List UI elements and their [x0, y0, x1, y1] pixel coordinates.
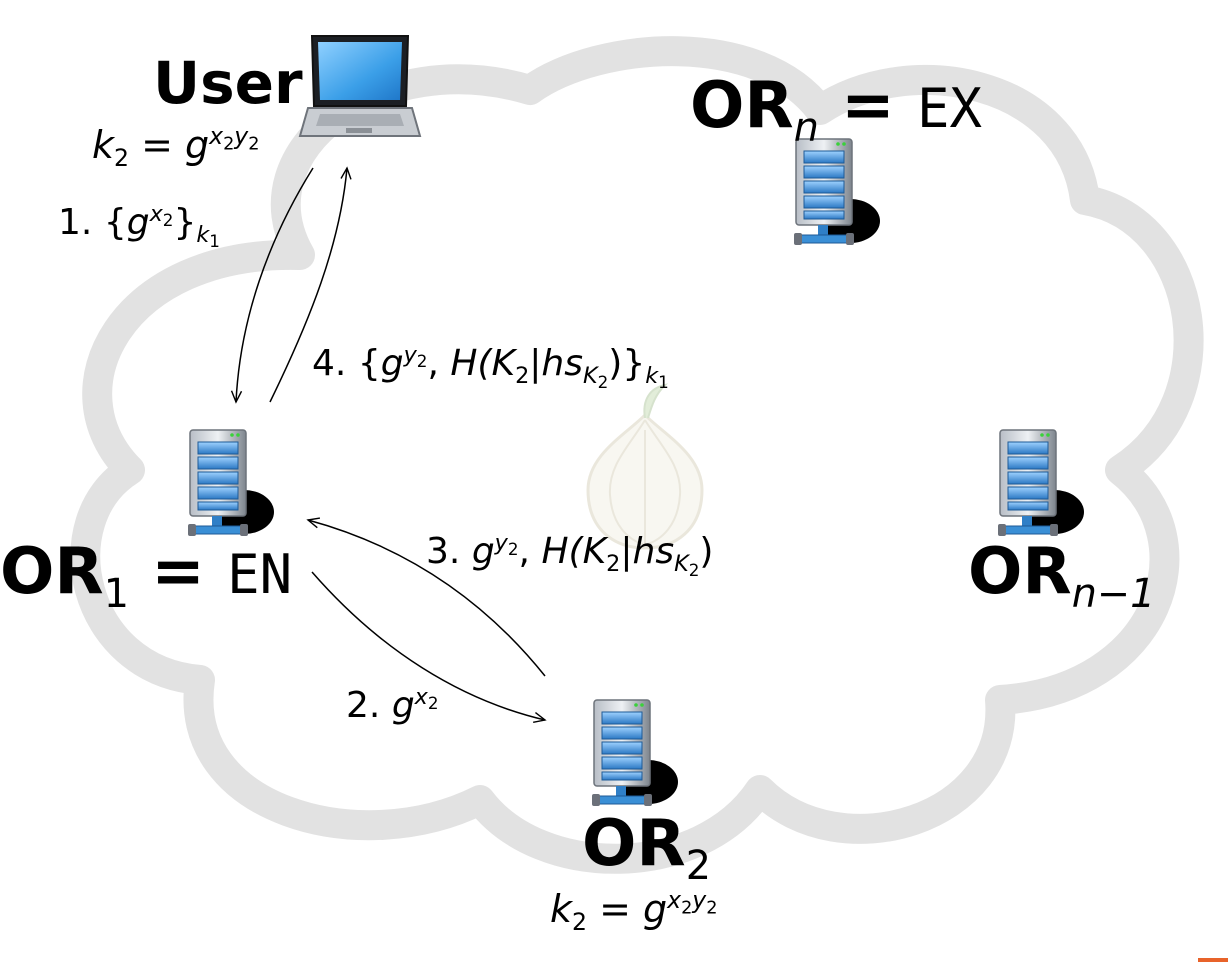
arrow-or2-to-or1: [306, 517, 546, 677]
m3-exp-sub: 2: [507, 538, 519, 559]
orn1-sub: n−1: [1071, 570, 1156, 617]
key-g: g: [185, 123, 210, 167]
m3-g: g: [471, 531, 495, 572]
m1-num: 1.: [58, 202, 93, 243]
m2-exp: x: [414, 683, 428, 710]
m3-H: H(: [541, 531, 583, 572]
key-k-sub: 2: [114, 144, 129, 173]
or2-key-exp-sub1: 2: [681, 898, 693, 919]
m4-exp: y: [403, 341, 417, 368]
message-3: 3. gy2, H(K2|hsK2): [426, 531, 714, 578]
m3-exp: y: [494, 529, 508, 556]
or2-sub: 2: [685, 842, 711, 889]
or2-key-exp-x: x: [667, 885, 682, 914]
m4-hs: |hs: [529, 343, 583, 384]
m4-key-sub: 1: [658, 371, 669, 392]
user-key: k2 = gx2y2: [92, 123, 260, 170]
m1-lbrace: {: [103, 202, 127, 243]
m4-hs-sub: K: [582, 362, 598, 389]
m4-g: g: [380, 343, 404, 384]
or2-key-g: g: [643, 887, 668, 931]
m3-hs: |hs: [620, 531, 675, 572]
or1-role: EN: [227, 543, 293, 606]
m4-lbrace: {: [357, 343, 381, 384]
m3-hs-sub: K: [674, 550, 689, 577]
or2-key-exp-sub2: 2: [706, 898, 718, 919]
m4-H: H(: [450, 343, 492, 384]
m4-comma: ,: [427, 343, 451, 384]
or2-title: OR: [582, 807, 686, 881]
orn-sub: n: [793, 104, 819, 151]
m4-exp-sub: 2: [416, 350, 428, 371]
orn-label: ORn = EX: [690, 74, 983, 148]
or1-sub: 1: [103, 570, 129, 617]
m4-key: k: [645, 362, 659, 389]
orn-title: OR: [690, 69, 794, 143]
or1-title: OR: [0, 535, 104, 609]
arrow-or1-to-or2: [311, 571, 547, 724]
or2-key: k2 = gx2y2: [550, 887, 718, 934]
or2-key-k: k: [550, 887, 573, 931]
m2-g: g: [391, 685, 415, 726]
m1-exp: x: [149, 200, 163, 227]
m3-K: K: [582, 531, 607, 572]
or1-eq: =: [128, 535, 228, 609]
m1-rbrace: }: [173, 202, 197, 243]
m3-close: ): [699, 531, 714, 572]
m1-exp-sub: 2: [162, 209, 174, 230]
m3-K-sub: 2: [606, 550, 621, 577]
or1-label: OR1 = EN: [0, 540, 293, 614]
or2-label: OR2: [582, 812, 711, 886]
arrow-user-to-or1: [230, 167, 314, 404]
key-eq: =: [129, 123, 185, 167]
m4-close: ): [608, 343, 623, 384]
m4-K: K: [491, 343, 516, 384]
m1-key: k: [196, 221, 210, 248]
m4-num: 4.: [312, 343, 347, 384]
key-exp-sub1: 2: [223, 134, 235, 155]
server-icon-orn: [793, 138, 881, 246]
arrow-or1-to-user: [269, 166, 352, 403]
orn-role: EX: [917, 77, 983, 140]
key-k: k: [92, 123, 115, 167]
server-icon-or1: [187, 429, 275, 537]
message-4: 4. {gy2, H(K2|hsK2)}k1: [312, 343, 669, 390]
m3-comma: ,: [518, 531, 542, 572]
orange-corner-accent: [1198, 958, 1228, 962]
m3-num: 3.: [426, 531, 461, 572]
user-title: User: [153, 49, 303, 117]
tor-onion-icon: [586, 383, 704, 550]
m4-rbrace: }: [622, 343, 646, 384]
laptop-icon: [298, 35, 422, 137]
key-exp-x: x: [209, 121, 224, 150]
message-1: 1. {gx2}k1: [58, 202, 220, 249]
m1-key-sub: 1: [209, 230, 220, 251]
or2-key-exp-y: y: [692, 885, 707, 914]
orn-eq: =: [818, 69, 918, 143]
server-icon-orn1: [997, 429, 1085, 537]
m1-g: g: [126, 202, 150, 243]
m4-hs-sub2: 2: [597, 371, 609, 392]
server-icon-or2: [591, 699, 679, 807]
m2-num: 2.: [346, 685, 381, 726]
cloud-shape: [70, 36, 1204, 874]
or2-key-eq: =: [587, 887, 643, 931]
or2-key-k-sub: 2: [572, 908, 587, 937]
m3-hs-sub2: 2: [688, 559, 700, 580]
orn1-label: ORn−1: [968, 540, 1155, 614]
key-exp-y: y: [234, 121, 249, 150]
m2-exp-sub: 2: [427, 692, 439, 713]
key-exp-sub2: 2: [248, 134, 260, 155]
m4-K-sub: 2: [515, 362, 530, 389]
orn1-title: OR: [968, 535, 1072, 609]
message-2: 2. gx2: [346, 685, 439, 726]
